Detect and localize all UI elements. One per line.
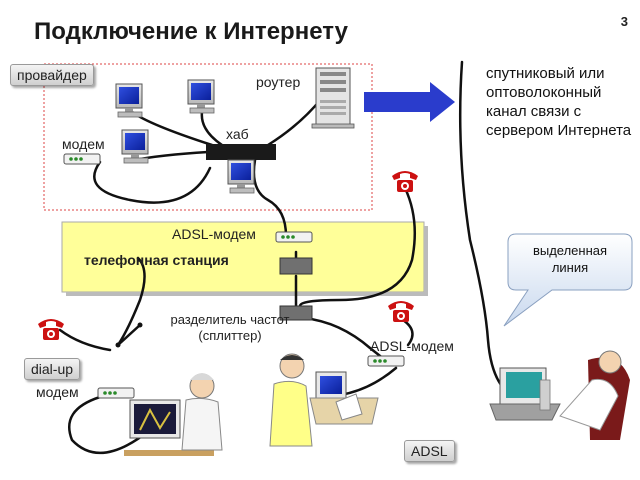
splitter-device <box>279 305 313 321</box>
page-title: Подключение к Интернету <box>34 18 348 45</box>
person-icon <box>489 350 630 440</box>
adsl-modem-station-label: ADSL-модем <box>172 226 256 242</box>
adsl-modem-home-label: ADSL-модем <box>370 338 454 354</box>
modem-icon <box>367 355 405 367</box>
callout-bubble <box>503 233 633 327</box>
station-switch <box>279 257 313 275</box>
splitter-label: разделитель частот (сплиттер) <box>170 312 290 343</box>
person-icon <box>124 373 223 456</box>
callout-text: выделенная линия <box>510 242 630 276</box>
modem-icon <box>63 153 101 165</box>
phone-station-label: телефонная станция <box>84 252 229 268</box>
switch-lever <box>117 324 141 346</box>
phone-icon <box>392 171 418 192</box>
provider-tag: провайдер <box>10 64 94 86</box>
computer-icon <box>187 79 215 114</box>
modem-bottom-label: модем <box>36 384 79 400</box>
router-label: роутер <box>256 74 301 90</box>
modem-icon <box>97 387 135 399</box>
person-icon <box>269 353 379 447</box>
callout-line-1: выделенная <box>532 243 608 258</box>
computer-icon <box>121 129 149 164</box>
dialup-tag: dial-up <box>24 358 81 380</box>
adsl-tag: ADSL <box>404 440 455 462</box>
hub-label: хаб <box>226 126 249 142</box>
slide-number: 3 <box>620 14 628 29</box>
computer-icon <box>115 83 143 118</box>
arrow-to-internet <box>364 82 455 122</box>
modem-icon <box>275 231 313 243</box>
server-icon <box>311 67 355 129</box>
computer-icon <box>227 159 255 194</box>
provider-region <box>43 63 373 211</box>
internet-channel-text: спутниковый или оптоволоконный канал свя… <box>486 65 632 139</box>
phone-icon <box>388 301 414 322</box>
modem-top-label: модем <box>62 136 105 152</box>
hub-device <box>206 144 276 160</box>
callout-line-2: линия <box>551 260 589 275</box>
